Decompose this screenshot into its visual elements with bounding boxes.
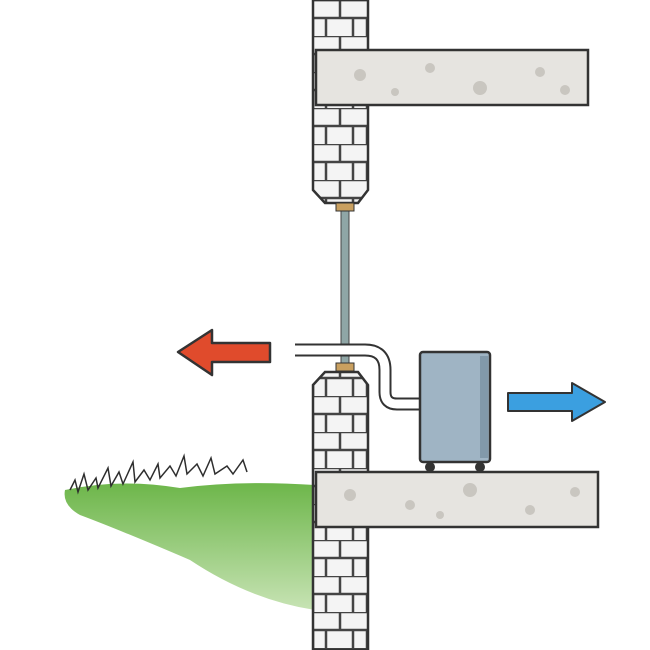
hot-air-arrow — [176, 328, 272, 377]
upper-floor-slab — [314, 48, 590, 107]
grass — [64, 453, 315, 610]
vertical-pipe — [335, 202, 355, 372]
dehumidifier-unit — [418, 350, 492, 472]
cool-air-arrow — [507, 382, 606, 422]
exhaust-hose — [295, 343, 422, 411]
lower-floor-slab — [314, 470, 600, 529]
